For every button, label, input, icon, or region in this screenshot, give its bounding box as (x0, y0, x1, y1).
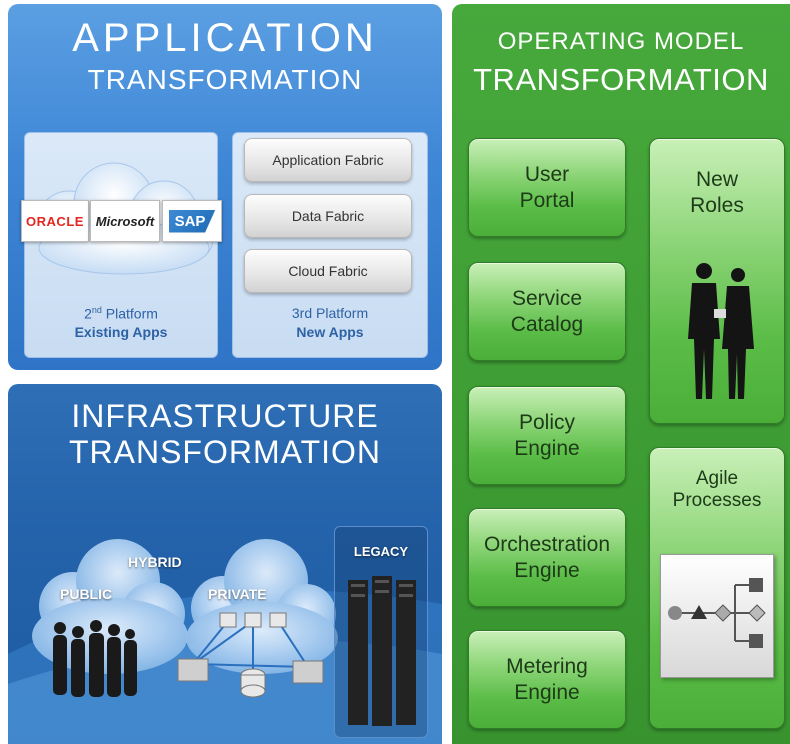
business-people-icon (688, 263, 754, 399)
new-roles-box: New Roles (649, 138, 785, 424)
application-transformation-panel: APPLICATION TRANSFORMATION 2nd Platform … (8, 4, 442, 370)
network-nodes-icon (177, 612, 324, 698)
microsoft-logo: Microsoft (90, 200, 160, 242)
agile-line1: Agile (695, 468, 739, 489)
new-roles-line1: New (695, 168, 738, 191)
people-silhouette-icon (53, 620, 137, 697)
platform3-line2: New Apps (296, 324, 364, 340)
infrastructure-title-line1: INFRASTRUCTURE (71, 398, 379, 434)
oracle-logo: ORACLE (21, 200, 89, 242)
public-label: PUBLIC (60, 586, 113, 602)
legacy-label: LEGACY (353, 544, 409, 559)
private-label: PRIVATE (208, 586, 267, 602)
platform3-line1: 3rd Platform (291, 305, 369, 321)
new-roles-line2: Roles (690, 194, 744, 217)
cloud-fabric-box: Cloud Fabric (244, 249, 412, 293)
operating-title-line1: OPERATING MODEL (497, 28, 745, 55)
platform2-line1: 2nd Platform (84, 305, 158, 322)
process-flow-icon (668, 578, 766, 648)
data-fabric-box: Data Fabric (244, 194, 412, 238)
agile-processes-box: Agile Processes (649, 447, 785, 729)
server-rack-icon (348, 576, 416, 726)
process-flow-card (660, 554, 774, 678)
application-title-line2: TRANSFORMATION (87, 64, 363, 95)
sap-logo: SAP (162, 200, 222, 242)
platform2-box: 2nd Platform Existing Apps (24, 132, 218, 358)
platform2-line2: Existing Apps (74, 324, 168, 340)
operating-title-line2: TRANSFORMATION (473, 62, 769, 97)
application-title-line1: APPLICATION (72, 16, 378, 60)
hybrid-label: HYBRID (128, 554, 182, 570)
application-fabric-box: Application Fabric (244, 138, 412, 182)
infrastructure-title-line2: TRANSFORMATION (68, 434, 382, 470)
infrastructure-transformation-panel: INFRASTRUCTURE TRANSFORMATION PUBLIC HYB… (8, 384, 442, 744)
agile-line2: Processes (672, 490, 762, 511)
